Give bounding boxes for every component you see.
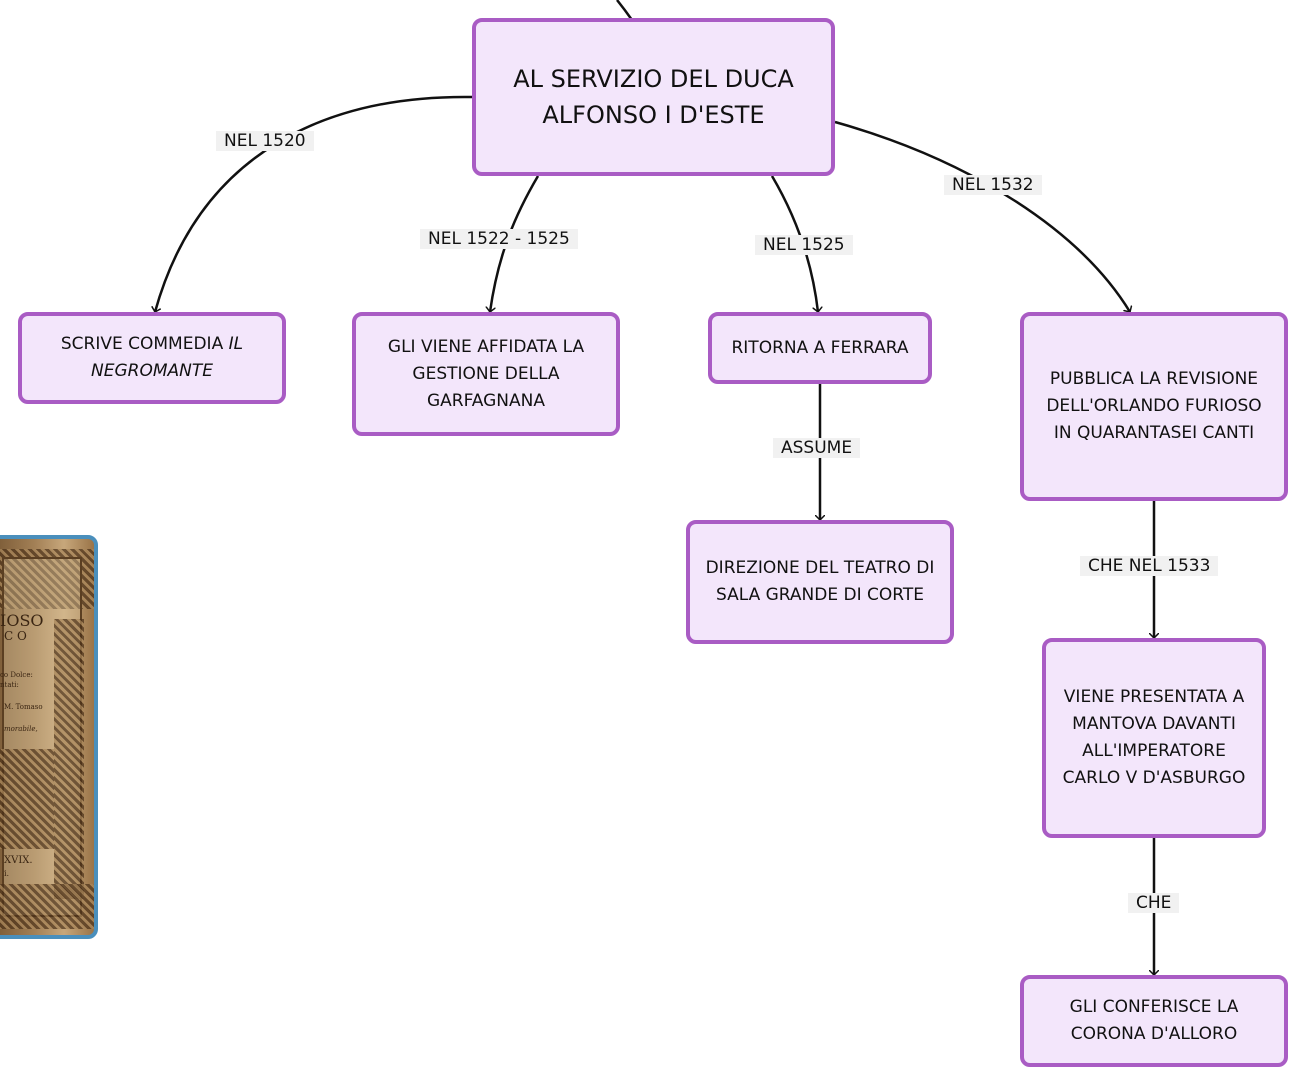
link-label-nel1532: NEL 1532 bbox=[944, 175, 1042, 195]
node-corona-line1: GLI CONFERISCE LA bbox=[1069, 997, 1239, 1017]
node-garfagnana-line2: GESTIONE DELLA bbox=[412, 363, 560, 384]
link-label-che: CHE bbox=[1128, 893, 1180, 913]
link-main-revisione bbox=[834, 120, 1130, 312]
node-garfagnana[interactable]: GLI VIENE AFFIDATA LA GESTIONE DELLA GAR… bbox=[352, 312, 620, 436]
link-label-che-nel-1533: CHE NEL 1533 bbox=[1080, 556, 1219, 576]
book-cover-image[interactable]: IOSO C O co Dolce: ntati: M. Tomaso mora… bbox=[0, 535, 98, 939]
book-text-5: M. Tomaso bbox=[4, 703, 43, 711]
node-revisione[interactable]: PUBBLICA LA REVISIONE DELL'ORLANDO FURIO… bbox=[1020, 312, 1288, 501]
node-mantova-line2: MANTOVA DAVANTI bbox=[1072, 714, 1236, 734]
link-label-assume: ASSUME bbox=[773, 438, 861, 458]
book-text-3: co Dolce: bbox=[0, 671, 33, 679]
book-ornament-side bbox=[54, 619, 84, 899]
node-commedia-italic1: IL bbox=[228, 334, 244, 354]
node-main-line1: AL SERVIZIO DEL DUCA bbox=[513, 65, 794, 93]
link-label-nel1520: NEL 1520 bbox=[216, 131, 314, 151]
node-mantova-line1: VIENE PRESENTATA A bbox=[1063, 687, 1245, 707]
node-corona-line2: CORONA D'ALLORO bbox=[1070, 1024, 1238, 1044]
node-revisione-line2: DELL'ORLANDO FURIOSO bbox=[1046, 396, 1262, 416]
book-title-sub: C O bbox=[4, 629, 27, 643]
node-commedia[interactable]: SCRIVE COMMEDIA IL NEGROMANTE bbox=[18, 312, 286, 404]
book-text-7: XVIX. bbox=[4, 855, 33, 866]
node-teatro[interactable]: DIREZIONE DEL TEATRO DI SALA GRANDE DI C… bbox=[686, 520, 954, 644]
link-label-nel1522-1525: NEL 1522 - 1525 bbox=[420, 229, 578, 249]
book-text-8: i. bbox=[4, 869, 10, 878]
node-revisione-line1: PUBBLICA LA REVISIONE bbox=[1049, 369, 1259, 389]
link-main-commedia bbox=[155, 95, 473, 312]
book-title-text: IOSO bbox=[0, 611, 44, 630]
node-main-servizio-duca[interactable]: AL SERVIZIO DEL DUCA ALFONSO I D'ESTE bbox=[472, 18, 835, 176]
node-commedia-text: SCRIVE COMMEDIA bbox=[60, 334, 229, 354]
node-corona[interactable]: GLI CONFERISCE LA CORONA D'ALLORO bbox=[1020, 975, 1288, 1067]
node-mantova[interactable]: VIENE PRESENTATA A MANTOVA DAVANTI ALL'I… bbox=[1042, 638, 1266, 838]
node-ferrara[interactable]: RITORNA A FERRARA bbox=[708, 312, 932, 384]
node-teatro-line2: SALA GRANDE DI CORTE bbox=[716, 585, 924, 605]
node-ferrara-line1: RITORNA A FERRARA bbox=[731, 337, 909, 358]
node-revisione-line3: IN QUARANTASEI CANTI bbox=[1053, 423, 1255, 443]
node-garfagnana-line1: GLI VIENE AFFIDATA LA bbox=[387, 336, 585, 357]
book-text-4: ntati: bbox=[0, 681, 19, 689]
link-label-nel1525: NEL 1525 bbox=[755, 235, 853, 255]
book-ornament-top bbox=[0, 549, 94, 609]
node-mantova-line3: ALL'IMPERATORE bbox=[1082, 741, 1226, 761]
node-garfagnana-line3: GARFAGNANA bbox=[426, 390, 545, 411]
node-main-line2: ALFONSO I D'ESTE bbox=[542, 101, 765, 129]
book-ornament-bottom bbox=[0, 749, 54, 849]
link-incoming bbox=[616, 0, 634, 21]
book-ornament-foot bbox=[0, 884, 94, 929]
node-teatro-line1: DIREZIONE DEL TEATRO DI bbox=[705, 558, 935, 578]
book-text-6: morabile, bbox=[4, 725, 38, 733]
node-mantova-line4: CARLO V D'ASBURGO bbox=[1062, 768, 1246, 788]
node-commedia-italic2: NEGROMANTE bbox=[91, 361, 213, 381]
